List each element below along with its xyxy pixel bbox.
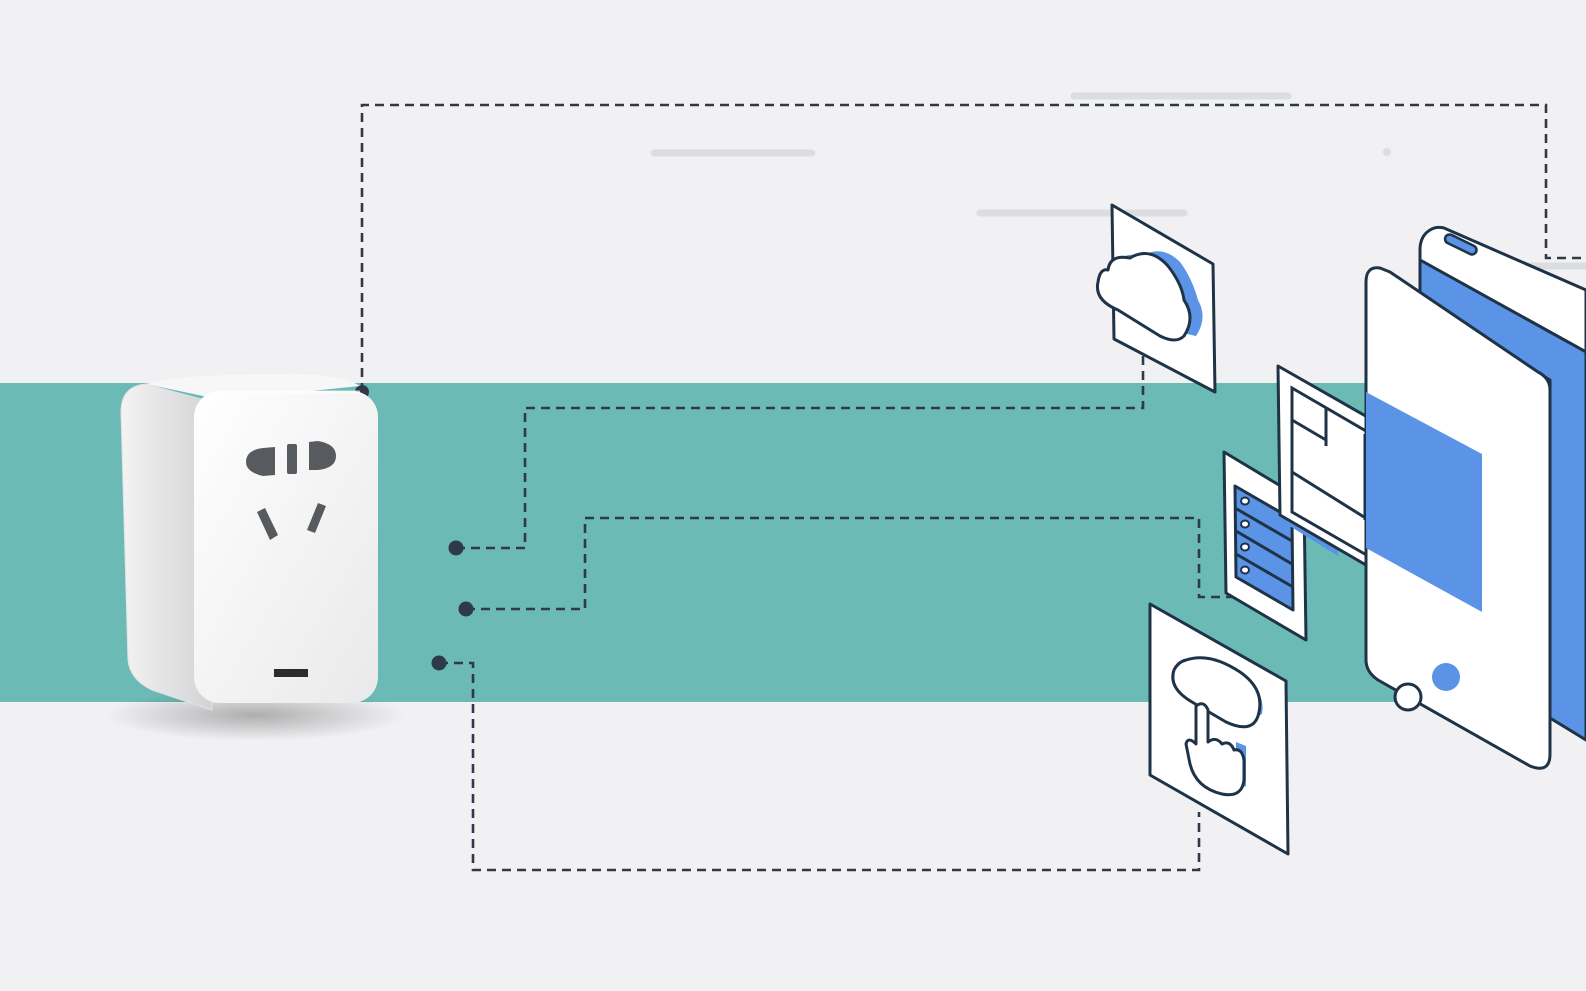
layout-divider	[1291, 418, 1327, 442]
phone-screen-accent	[1366, 392, 1482, 612]
speed-dot	[1383, 148, 1391, 156]
server-rack-icon	[1233, 484, 1295, 612]
wall-socket-icon	[246, 441, 336, 677]
plug-front-face	[194, 391, 378, 703]
server-led	[1240, 496, 1250, 506]
socket-slot-right	[309, 441, 336, 470]
socket-slot-left	[246, 447, 275, 476]
cloud-icon	[1095, 251, 1203, 342]
card-panel	[1148, 602, 1290, 856]
touch-button-card	[1148, 602, 1290, 856]
connector-plug-to-phone	[360, 103, 1586, 392]
server-led	[1240, 542, 1250, 552]
hand-outline	[1184, 702, 1246, 797]
socket-slot-center	[287, 444, 297, 474]
connector-port3-to-button	[439, 661, 1201, 872]
cloud-outline	[1095, 252, 1192, 342]
smart-plug	[105, 374, 405, 741]
phone-speaker	[1443, 233, 1478, 256]
phone-home-button	[1432, 663, 1460, 691]
connector-dot	[448, 540, 464, 556]
button-pill	[1171, 656, 1262, 729]
server-led	[1240, 519, 1250, 529]
plug-indicator-led	[274, 669, 308, 677]
plug-side-face	[120, 383, 213, 711]
server-rack-divider	[1235, 552, 1294, 589]
server-rack-divider	[1234, 506, 1293, 543]
socket-slot-lower-left	[257, 508, 278, 540]
connector-port2-to-server	[466, 516, 1246, 611]
connector-dot	[431, 655, 447, 671]
server-rack-divider	[1235, 529, 1293, 566]
cloud-card	[1095, 203, 1217, 394]
socket-slot-lower-right	[307, 503, 326, 533]
server-led	[1240, 565, 1250, 575]
plug-top-face	[146, 374, 360, 400]
hand-pointer-icon	[1171, 656, 1263, 797]
phone-camera	[1393, 682, 1423, 712]
connector-port1-to-cloud	[456, 346, 1145, 550]
connector-dot	[458, 601, 474, 617]
connector-lines	[360, 103, 1586, 872]
phone-back	[1418, 225, 1586, 354]
smartphone	[1364, 225, 1586, 770]
